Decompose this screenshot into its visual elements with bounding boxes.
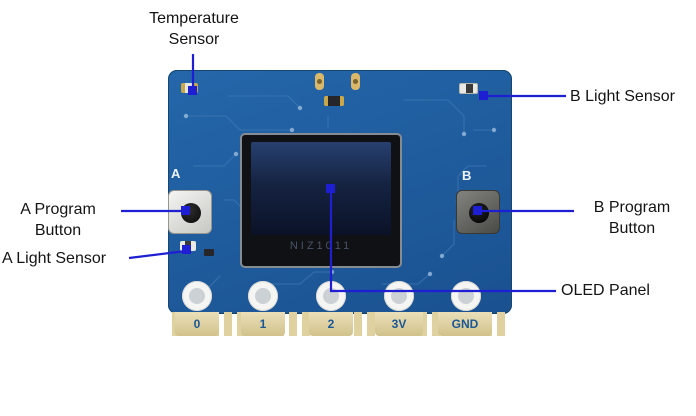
label-b-program-button-line1: B Program	[593, 199, 671, 216]
top-solder-pad-left	[315, 73, 324, 90]
oled-panel-module: NIZ1011	[240, 133, 402, 268]
label-b-program-button: B Program Button	[574, 197, 690, 239]
button-b-cap[interactable]	[469, 203, 489, 223]
circuit-board: NIZ1011 A B	[168, 70, 512, 314]
pad-hole-1	[248, 281, 278, 311]
pad-hole-gnd	[451, 281, 481, 311]
oled-screen	[251, 142, 391, 235]
top-center-component	[324, 96, 344, 106]
pin-pad-1: 1	[241, 312, 285, 336]
label-a-program-button-line1: A Program	[20, 201, 96, 218]
label-a-program-button: A Program Button	[2, 199, 114, 241]
b-light-sensor-component	[459, 83, 478, 94]
label-temperature-sensor-line2: Sensor	[168, 31, 220, 48]
label-temperature-sensor-line1: Temperature	[149, 10, 239, 27]
small-chip-component	[204, 249, 214, 256]
pin-pad-2: 2	[309, 312, 353, 336]
button-a[interactable]	[168, 190, 212, 234]
pad-hole-2	[316, 281, 346, 311]
pin-pad-gnd: GND	[438, 312, 492, 336]
oled-part-number: NIZ1011	[289, 240, 353, 252]
a-light-sensor-component	[180, 241, 196, 251]
button-a-cap[interactable]	[181, 203, 201, 223]
top-solder-pad-right	[351, 73, 360, 90]
button-b-silk-label: B	[462, 168, 472, 183]
label-b-light-sensor: B Light Sensor	[570, 88, 675, 105]
pad-hole-0	[182, 281, 212, 311]
button-b[interactable]	[456, 190, 500, 234]
label-b-program-button-line2: Button	[608, 220, 656, 237]
temperature-sensor-component	[181, 83, 198, 93]
pin-pad-3v: 3V	[375, 312, 423, 336]
label-temperature-sensor: Temperature Sensor	[133, 8, 255, 50]
button-a-silk-label: A	[171, 166, 181, 181]
label-a-program-button-line2: Button	[34, 222, 82, 239]
label-a-light-sensor: A Light Sensor	[2, 250, 107, 267]
edge-connector: 0 1 2 3V GND	[172, 312, 508, 336]
label-oled-panel: OLED Panel	[561, 282, 650, 299]
pad-hole-3v	[384, 281, 414, 311]
pin-pad-0: 0	[175, 312, 219, 336]
